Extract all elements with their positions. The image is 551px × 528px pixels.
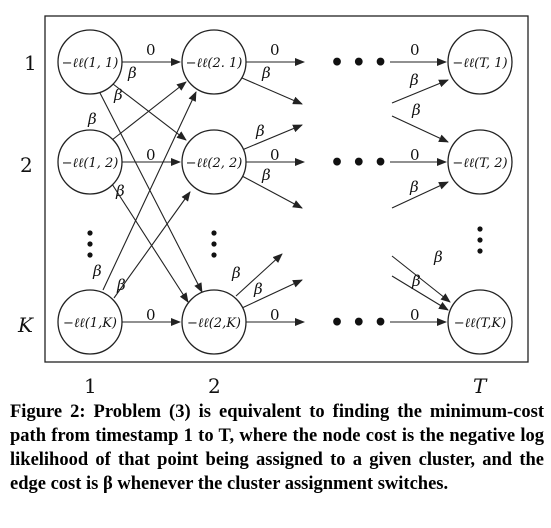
edge-out-2-1 (241, 124, 303, 151)
node-circle (447, 289, 513, 355)
node-label: −ℓℓ(2, 2) (186, 156, 243, 171)
edge-2-1 (111, 81, 187, 141)
node-t-2: −ℓℓ(T, 2) (447, 129, 513, 195)
node-t-k: −ℓℓ(T,K) (447, 289, 513, 355)
node-1-1: −ℓℓ(1, 1) (57, 29, 123, 95)
vdot (477, 248, 483, 254)
edge-2-k (111, 183, 189, 303)
node-circle (57, 289, 123, 355)
edge-1-k (99, 92, 203, 293)
beta-label: β (261, 64, 271, 82)
beta-cost-labels: β β β β β β β β β β β β β β β β (87, 64, 443, 298)
ellipsis-row-k: • • • (330, 310, 388, 336)
edge-in-2-1 (391, 79, 449, 104)
node-label: −ℓℓ(2,K) (187, 316, 241, 331)
node-label: −ℓℓ(T, 2) (452, 156, 507, 171)
edge-out-k-1 (235, 253, 283, 297)
edge-in-3-2 (391, 181, 449, 209)
vdot (211, 252, 217, 258)
col-label-t: T (473, 374, 488, 398)
figure-caption: Figure 2: Problem (3) is equivalent to f… (10, 400, 544, 496)
ellipsis-row-1: • • • (330, 50, 388, 76)
edge-k-2 (113, 191, 191, 299)
node-label: −ℓℓ(T,K) (454, 316, 506, 331)
node-2-2: −ℓℓ(2, 2) (181, 129, 247, 195)
beta-label: β (116, 276, 126, 294)
beta-label: β (409, 71, 419, 89)
node-circle (181, 289, 247, 355)
beta-label: β (115, 182, 125, 200)
edge-out-2-3 (241, 175, 303, 209)
beta-label: β (113, 86, 123, 104)
col-label-2: 2 (208, 374, 221, 398)
edge-out-1-2 (241, 77, 303, 105)
row-label-1: 1 (24, 51, 37, 75)
edge-1-2 (112, 83, 187, 141)
beta-label: β (261, 166, 271, 184)
beta-label: β (87, 110, 97, 128)
caption-text: Problem (3) is equivalent to finding the… (10, 402, 544, 494)
beta-label: β (92, 262, 102, 280)
row-label-2: 2 (20, 153, 33, 177)
node-2-1: −ℓℓ(2. 1) (181, 29, 247, 95)
node-label: −ℓℓ(2. 1) (186, 56, 243, 71)
node-circle (57, 129, 123, 195)
zero-label: 0 (270, 146, 280, 164)
edges-in-colT (390, 58, 451, 326)
node-2-k: −ℓℓ(2,K) (181, 289, 247, 355)
node-1-k: −ℓℓ(1,K) (57, 289, 123, 355)
beta-label: β (253, 280, 263, 298)
vdot (87, 252, 93, 258)
vdot (477, 237, 483, 243)
node-label: −ℓℓ(T, 1) (452, 56, 507, 71)
node-circle (57, 29, 123, 95)
zero-label: 0 (146, 41, 156, 59)
node-1-2: −ℓℓ(1, 2) (57, 129, 123, 195)
vdot (87, 230, 93, 236)
zero-label: 0 (410, 306, 420, 324)
zero-label: 0 (410, 41, 420, 59)
vdot (87, 241, 93, 247)
diagram-frame (44, 15, 529, 363)
node-circle (447, 129, 513, 195)
caption-label: Figure 2: (10, 402, 86, 422)
edges-col1-col2 (99, 58, 203, 326)
edge-in-1-2 (391, 115, 449, 143)
row-label-k: K (17, 313, 34, 337)
zero-label: 0 (146, 306, 156, 324)
beta-label: β (231, 264, 241, 282)
beta-label: β (409, 178, 419, 196)
col-label-1: 1 (84, 374, 97, 398)
beta-label: β (411, 101, 421, 119)
node-label: −ℓℓ(1, 1) (62, 56, 119, 71)
beta-label: β (433, 248, 443, 266)
node-t-1: −ℓℓ(T, 1) (447, 29, 513, 95)
edge-k-1 (102, 91, 197, 291)
node-circle (447, 29, 513, 95)
zero-label: 0 (146, 146, 156, 164)
zero-label: 0 (270, 306, 280, 324)
beta-label: β (255, 122, 265, 140)
edge-in-2-k (391, 275, 449, 311)
horizontal-ellipses: • • • • • • • • • (330, 50, 388, 336)
node-label: −ℓℓ(1, 2) (62, 156, 119, 171)
vdot (211, 241, 217, 247)
node-label: −ℓℓ(1,K) (63, 316, 117, 331)
vdot (211, 230, 217, 236)
node-circle (181, 129, 247, 195)
ellipsis-row-2: • • • (330, 150, 388, 176)
trellis-diagram: 1 2 K 1 2 T 0 0 (17, 15, 529, 398)
edge-out-k-2 (241, 279, 303, 309)
beta-label: β (411, 272, 421, 290)
zero-label: 0 (270, 41, 280, 59)
beta-label: β (127, 64, 137, 82)
node-circle (181, 29, 247, 95)
vertical-ellipses (87, 226, 483, 258)
zero-label: 0 (410, 146, 420, 164)
vdot (477, 226, 483, 232)
edge-in-1-k (391, 255, 451, 303)
edges-col2-out (235, 58, 305, 326)
zero-cost-labels: 0 0 0 0 0 0 0 0 0 (146, 41, 420, 324)
